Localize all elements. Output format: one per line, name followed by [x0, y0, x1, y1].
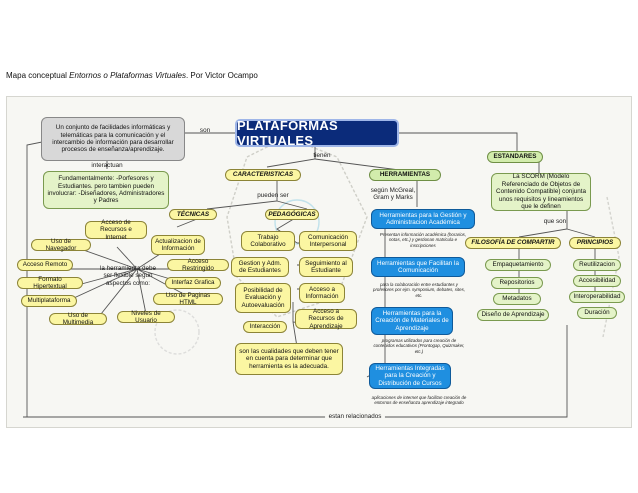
caption-title: Entornos o Plataformas Virtuales	[69, 71, 186, 80]
tool-creacion-note: programas utilizados para creación de co…	[373, 338, 465, 354]
tool-integradas: Herramientas Integradas para la Creación…	[369, 363, 451, 389]
princ-accesibilidad: Accesibilidad	[573, 275, 621, 287]
ped-item-seguimiento: Seguimiento al Estudiante	[299, 257, 353, 277]
tool-gestion-note: Presentan información académica (horario…	[379, 232, 467, 248]
label-son: son	[199, 127, 211, 135]
tool-creacion: Herramientas para la Creación de Materia…	[371, 307, 453, 335]
philo-empaquetamiento: Empaquetamiento	[485, 259, 551, 271]
caption-suffix: . Por Victor Ocampo	[185, 71, 258, 80]
tec-item-hipertextual: Formato Hipertextual	[17, 276, 83, 290]
label-pueden-ser: pueden ser	[257, 192, 289, 200]
ped-item-informacion: Acceso a Información	[299, 283, 345, 303]
qualities-box: son las cualidades que deben tener en cu…	[235, 343, 343, 375]
princ-reutilizacion: Reutilizacion	[573, 259, 621, 271]
label-que-son: que son	[543, 218, 567, 226]
ped-item-interaccion: Interacción	[243, 321, 287, 333]
tec-item-restringido: Acceso Restringido	[167, 258, 229, 272]
characteristics-header: CARACTERISTICAS	[225, 169, 301, 181]
tec-item-multimedia: Uso de Multimedia	[49, 312, 107, 326]
tec-item-remoto: Acceso Remoto	[17, 259, 73, 271]
tool-comunicacion: Herramientas que Facilitan la Comunicaci…	[371, 257, 465, 277]
label-interactuan: interactuan	[91, 162, 123, 170]
caption-prefix: Mapa conceptual	[6, 71, 70, 80]
philo-diseno: Diseño de Aprendizaje	[477, 309, 549, 321]
tool-gestion: Herramientas para la Gestión y Administr…	[371, 209, 475, 229]
ped-item-comunicacion: Comunicación Interpersonal	[299, 231, 357, 251]
ped-item-evaluacion: Posibilidad de Evaluación y Autoevaluaci…	[235, 283, 291, 313]
principles-header: PRINCIPIOS	[569, 237, 621, 249]
philosophy-header: FILOSOFÍA DE COMPARTIR	[465, 237, 561, 249]
tool-integradas-note: aplicaciones de internet que facilitan c…	[371, 394, 467, 405]
tec-item-recursos: Acceso de Recursos e Internet	[85, 219, 147, 241]
ped-item-gestion: Gestion y Adm. de Estudiantes	[231, 257, 289, 277]
tec-item-html: Uso de Paginas HTML	[153, 292, 223, 306]
tool-comunicacion-note: para la colaboración entre estudiantes y…	[373, 282, 465, 298]
tec-center-text: la herramienta debe ser flexible segun a…	[99, 264, 156, 287]
definition-box: Un conjunto de facilidades informáticas …	[41, 117, 185, 161]
concept-map: Un conjunto de facilidades informáticas …	[6, 96, 632, 428]
technical-header: TÉCNICAS	[169, 209, 217, 220]
participants-box: Fundamentalmente: -Porfesores y Estudian…	[43, 171, 169, 209]
label-segun: según McGreal, Gram y Marks	[370, 186, 416, 201]
tec-item-interfaz: Interfaz Grafica	[165, 277, 221, 289]
tec-item-actualizacion: Actualizacion de Información	[151, 235, 205, 255]
philo-repositorios: Repositorios	[491, 277, 543, 289]
ped-item-recursos-aprendizaje: Acceso a Recursos de Aprendizaje	[295, 308, 357, 330]
label-tienen: tienen	[313, 152, 331, 160]
tec-item-niveles: Niveles de Usuario	[117, 310, 175, 324]
tools-header: HERRAMIENTAS	[369, 169, 441, 181]
label-estan-relacionados: estan relacionados	[325, 412, 385, 422]
pedagogical-header: PEDAGÓGICAS	[265, 209, 319, 220]
standards-header: ESTANDARES	[487, 151, 543, 163]
princ-interoperabilidad: Interoperabilidad	[569, 291, 625, 303]
ped-item-trabajo: Trabajo Colaborativo	[241, 231, 295, 251]
scorm-box: La SCORM (Modelo Referenciado de Objetos…	[491, 173, 591, 211]
tec-item-navegador: Uso de Navegador	[31, 238, 91, 252]
philo-metadatos: Metadatos	[493, 293, 541, 305]
figure-caption: Mapa conceptual Entornos o Plataformas V…	[6, 71, 258, 80]
tec-item-multiplataforma: Multiplataforma	[21, 295, 77, 307]
princ-duracion: Duración	[577, 307, 617, 319]
main-title: PLATAFORMAS VIRTUALES	[235, 118, 399, 148]
